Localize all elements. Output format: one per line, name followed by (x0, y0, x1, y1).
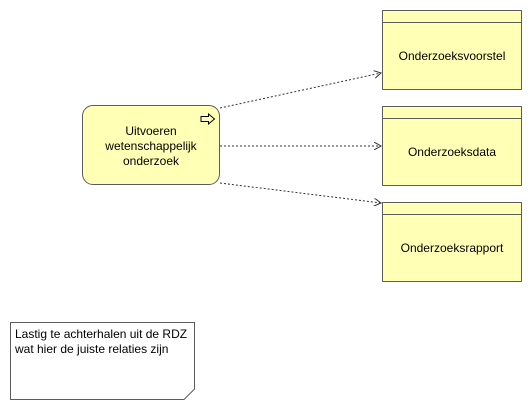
note-element[interactable]: Lastig te achterhalen uit de RDZ wat hie… (10, 322, 195, 400)
object-label: Onderzoeksdata (407, 145, 497, 159)
object-label: Onderzoeksrapport (400, 241, 504, 255)
process-arrow-icon (200, 113, 216, 125)
note-text: Lastig te achterhalen uit de RDZ wat hie… (15, 327, 188, 356)
note-shape (10, 322, 195, 400)
process-element[interactable]: Uitvoeren wetenschappelijk onderzoek (82, 105, 220, 185)
object-header-bar (383, 107, 521, 119)
object-header-bar (383, 203, 521, 215)
process-label: Uitvoeren wetenschappelijk onderzoek (105, 123, 197, 168)
business-object-onderzoeksrapport[interactable]: Onderzoeksrapport (382, 202, 522, 282)
relation-edge-onderzoeksrapport[interactable] (219, 182, 381, 203)
object-header-bar (383, 11, 521, 23)
business-object-onderzoeksdata[interactable]: Onderzoeksdata (382, 106, 522, 186)
business-object-onderzoeksvoorstel[interactable]: Onderzoeksvoorstel (382, 10, 522, 90)
object-label: Onderzoeksvoorstel (398, 49, 506, 63)
relation-edge-onderzoeksvoorstel[interactable] (219, 73, 381, 109)
